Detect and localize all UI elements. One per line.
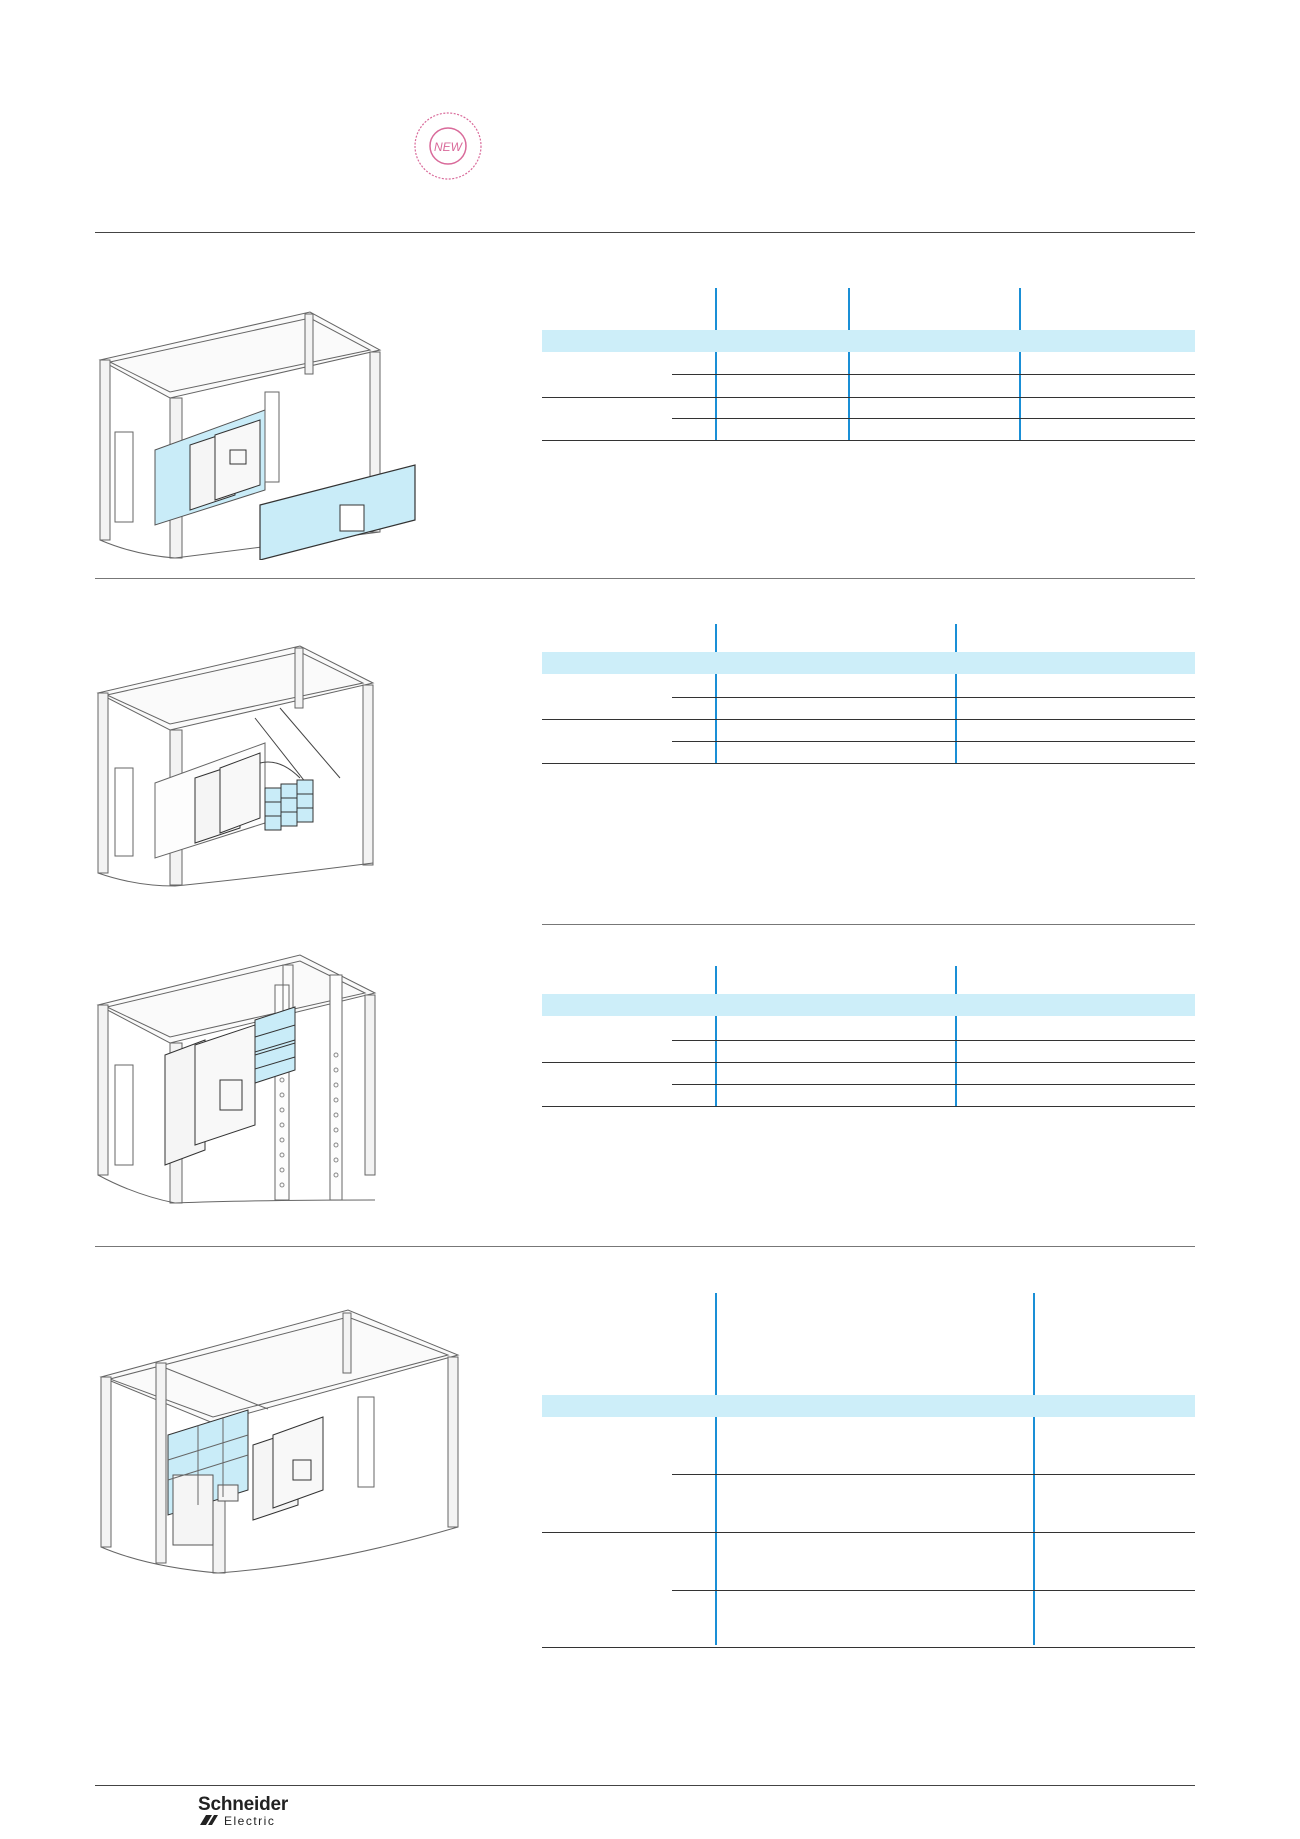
s1-col-divider-3	[1019, 288, 1021, 440]
s1-row-line	[672, 418, 1195, 419]
s2-col-divider-2	[955, 624, 957, 764]
enclosure-busbar-illustration	[96, 954, 377, 1204]
section-divider	[95, 578, 1195, 579]
enclosure-double-width-illustration	[99, 1309, 460, 1574]
brand-sub: Electric	[224, 1814, 276, 1828]
s2-row-line	[672, 741, 1195, 742]
s4-col-divider-2	[1033, 1293, 1035, 1645]
s2-row-line	[672, 697, 1195, 698]
section-divider	[95, 1246, 1195, 1247]
s1-row-line	[542, 440, 1195, 441]
stamp-text: NEW	[434, 140, 464, 154]
s2-row-line	[542, 719, 1195, 720]
s2-row-line	[542, 763, 1195, 764]
schneider-electric-logo: Schneider Electric	[198, 1794, 318, 1828]
s1-col-divider-1	[715, 288, 717, 440]
s3-row-line	[542, 1062, 1195, 1063]
subsection-divider	[542, 924, 1195, 925]
s3-row-line	[672, 1040, 1195, 1041]
brand-name: Schneider	[198, 1794, 289, 1815]
s4-row-line	[672, 1474, 1195, 1475]
s4-col-divider-1	[715, 1293, 717, 1645]
s1-col-divider-2	[848, 288, 850, 440]
enclosure-front-plate-illustration	[98, 311, 416, 560]
s4-row-line	[542, 1532, 1195, 1533]
brand-mark-icon	[200, 1815, 218, 1825]
s3-header-band	[542, 994, 1195, 1016]
s3-row-line	[542, 1106, 1195, 1107]
s3-col-divider-1	[715, 966, 717, 1106]
s4-row-line	[542, 1647, 1195, 1648]
s1-row-line	[672, 374, 1195, 375]
s2-col-divider-1	[715, 624, 717, 764]
footer-rule	[95, 1785, 1195, 1786]
s4-header-band	[542, 1395, 1195, 1417]
s3-col-divider-2	[955, 966, 957, 1106]
new-product-stamp: NEW	[414, 112, 482, 180]
enclosure-distribution-block-illustration	[96, 645, 375, 887]
top-rule	[95, 232, 1195, 233]
s1-row-line	[542, 397, 1195, 398]
s1-header-band	[542, 330, 1195, 352]
s2-header-band	[542, 652, 1195, 674]
s4-row-line	[672, 1590, 1195, 1591]
s3-row-line	[672, 1084, 1195, 1085]
